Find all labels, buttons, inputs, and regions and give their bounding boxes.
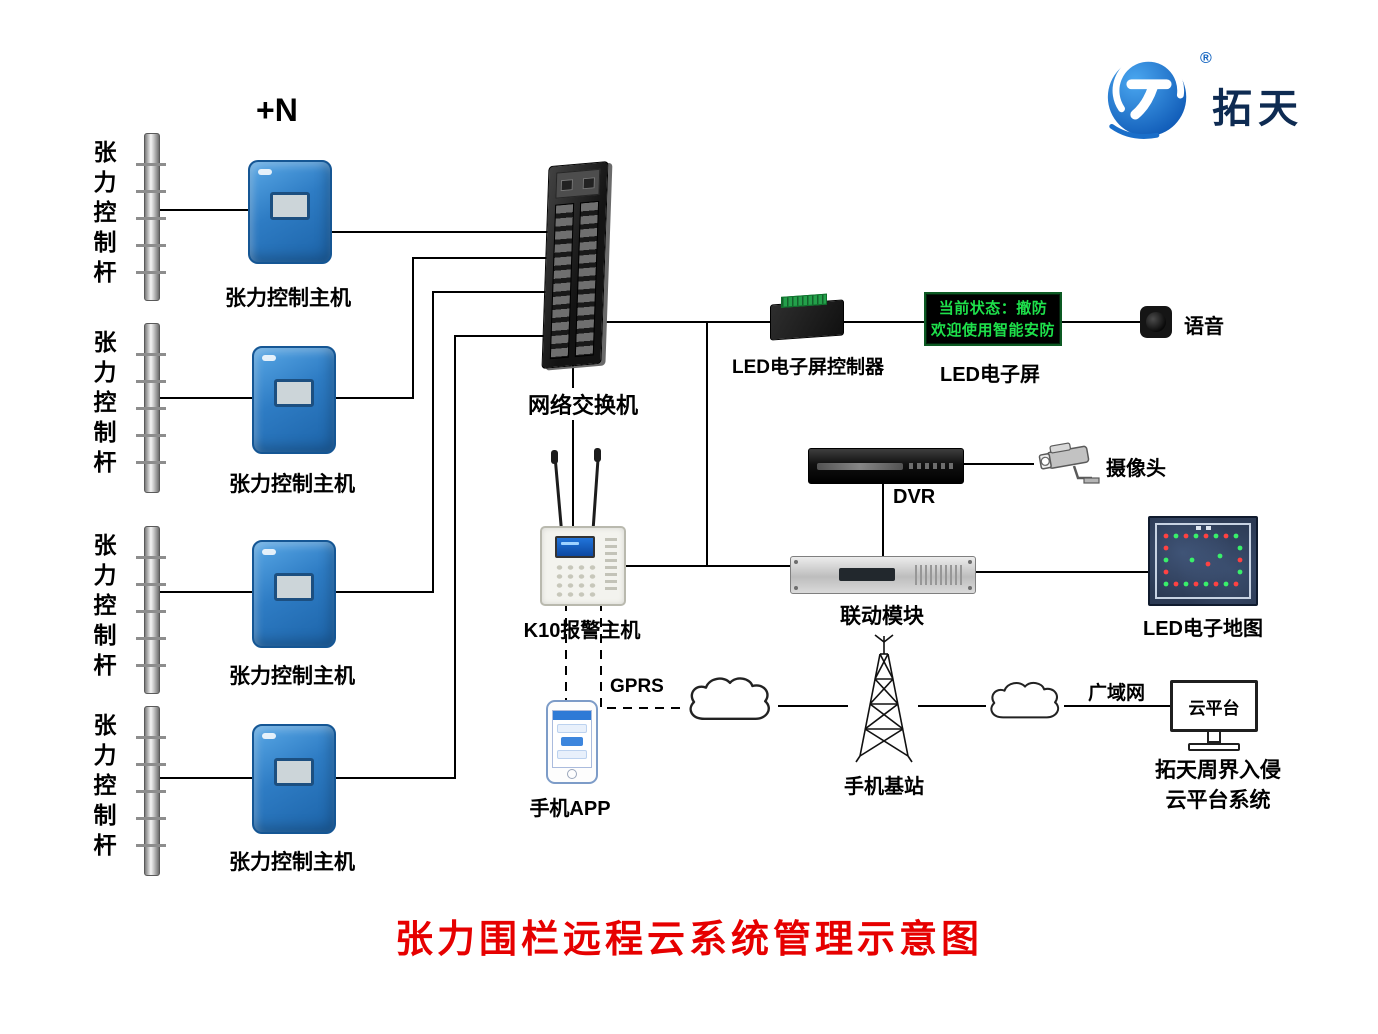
monitor-neck xyxy=(1207,732,1221,743)
k10-label: K10报警主机 xyxy=(523,620,641,642)
tower-label: 手机基站 xyxy=(844,776,924,798)
module-vents xyxy=(915,565,963,585)
tension-pole xyxy=(136,133,166,301)
base-station-tower-icon xyxy=(855,634,913,763)
cloud-icon xyxy=(990,681,1060,719)
led-screen-line1: 当前状态：撤防 xyxy=(938,299,1048,317)
led-map-device xyxy=(1148,516,1258,606)
cloud-platform-screen-label: 云平台 xyxy=(1188,698,1240,718)
cloud-icon xyxy=(689,677,770,720)
cloud-platform-monitor: 云平台 xyxy=(1170,680,1258,751)
pole-label: 张力控制杆 xyxy=(90,533,116,683)
phone-app-label: 手机APP xyxy=(529,798,611,820)
linkage-module-device xyxy=(790,556,976,594)
phone-screen xyxy=(552,710,592,768)
host-label: 张力控制主机 xyxy=(225,287,351,310)
tension-pole xyxy=(136,706,166,876)
network-switch-device xyxy=(541,160,609,370)
led-controller-label: LED电子屏控制器 xyxy=(731,357,884,378)
wan-label: 广域网 xyxy=(1088,683,1146,704)
tension-host-device xyxy=(252,540,336,648)
antenna-tip xyxy=(551,450,558,464)
switch-label: 网络交换机 xyxy=(505,388,661,420)
tension-host-device xyxy=(252,724,336,834)
phone-home-button xyxy=(567,769,577,779)
cloud-system-line2: 云平台系统 xyxy=(1165,789,1271,812)
module-display xyxy=(839,568,895,581)
monitor-base xyxy=(1188,743,1240,751)
diagram-title: 张力围栏远程云系统管理示意图 xyxy=(394,919,983,961)
terminal-block xyxy=(781,293,827,308)
cloud-system-line1: 拓天周界入侵 xyxy=(1155,759,1281,782)
led-controller-device xyxy=(770,293,844,341)
map-dots xyxy=(1163,526,1243,587)
map-frame xyxy=(1155,523,1251,599)
dvr-label: DVR xyxy=(890,486,939,509)
k10-speaker-slots xyxy=(605,538,617,594)
led-screen-label: LED电子屏 xyxy=(940,364,1040,386)
k10-alarm-host-device xyxy=(540,526,626,606)
cloud-system-label: 拓天周界入侵 云平台系统 xyxy=(1128,756,1308,816)
host-label: 张力控制主机 xyxy=(229,851,355,874)
tension-host-device xyxy=(248,160,332,264)
phone-device xyxy=(546,700,598,784)
camera-label: 摄像头 xyxy=(1106,458,1166,480)
plus-n-annotation: +N xyxy=(256,92,298,128)
speaker-icon xyxy=(1140,306,1172,338)
pole-label: 张力控制杆 xyxy=(90,330,116,480)
switch-port-grid xyxy=(549,201,600,360)
camera-icon xyxy=(1038,442,1100,484)
tension-pole xyxy=(136,526,166,694)
led-map-label: LED电子地图 xyxy=(1143,618,1263,640)
led-screen-device: 当前状态：撤防 欢迎使用智能安防 xyxy=(924,292,1062,346)
brand-logo-icon xyxy=(1107,54,1187,139)
gprs-label: GPRS xyxy=(610,676,664,697)
tension-host-device xyxy=(252,346,336,454)
host-label: 张力控制主机 xyxy=(229,665,355,688)
k10-display xyxy=(555,536,595,558)
monitor-screen: 云平台 xyxy=(1170,680,1258,732)
host-label: 张力控制主机 xyxy=(229,473,355,496)
led-screen-line2: 欢迎使用智能安防 xyxy=(930,321,1055,339)
switch-uplink-ports xyxy=(555,168,601,199)
brand-name: 拓天 xyxy=(1212,87,1304,131)
antenna-tip xyxy=(594,448,601,462)
pole-label: 张力控制杆 xyxy=(90,713,116,863)
k10-keypad xyxy=(552,561,598,597)
registered-mark: ® xyxy=(1200,50,1212,67)
linkage-label: 联动模块 xyxy=(840,605,924,628)
pole-label: 张力控制杆 xyxy=(90,140,116,290)
tension-pole xyxy=(136,323,166,493)
dvr-device xyxy=(808,448,964,484)
voice-label: 语音 xyxy=(1184,316,1224,338)
